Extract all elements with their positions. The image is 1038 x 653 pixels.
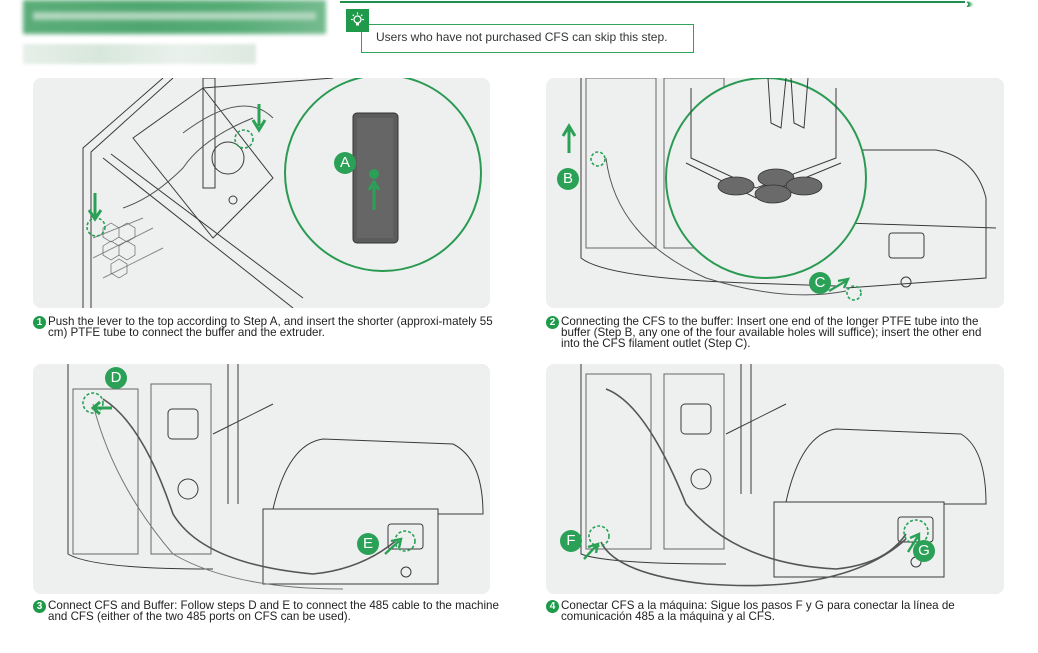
step-4-illustration: F G (546, 364, 1004, 594)
redacted-subtitle (23, 44, 256, 64)
section-rule (340, 1, 965, 3)
step-3-caption: 3 Connect CFS and Buffer: Follow steps D… (33, 600, 503, 622)
step-1-caption: 1 Push the lever to the top according to… (33, 316, 503, 338)
redacted-title (23, 0, 326, 34)
step-label-d: D (105, 367, 127, 389)
step-2-text: Connecting the CFS to the buffer: Insert… (561, 315, 982, 350)
tip-text: Users who have not purchased CFS can ski… (376, 30, 668, 44)
step-number-badge: 2 (546, 316, 559, 329)
step-3-illustration: D E (33, 364, 490, 594)
step-label-a: A (334, 152, 356, 174)
step-2-illustration: B C (546, 78, 1004, 308)
step-number-badge: 4 (546, 600, 559, 613)
lightbulb-icon (346, 9, 369, 32)
tip-callout: Users who have not purchased CFS can ski… (346, 9, 696, 55)
step-label-c: C (809, 272, 831, 294)
step-label-e: E (357, 533, 379, 555)
step-4-caption: 4 Conectar CFS a la máquina: Sigue los p… (546, 600, 1016, 622)
step-2-caption: 2 Connecting the CFS to the buffer: Inse… (546, 316, 996, 349)
step-4-text: Conectar CFS a la máquina: Sigue los pas… (561, 599, 955, 623)
step-label-b: B (557, 168, 579, 190)
step-label-g: G (913, 540, 935, 562)
step-number-badge: 1 (33, 316, 46, 329)
step-1-text: Push the lever to the top according to S… (48, 315, 493, 339)
chevrons-icon: ››› (966, 0, 974, 11)
tip-box (361, 24, 694, 53)
step-label-f: F (560, 530, 582, 552)
step-1-illustration: A (33, 78, 490, 308)
step-3-text: Connect CFS and Buffer: Follow steps D a… (48, 599, 499, 623)
step-number-badge: 3 (33, 600, 46, 613)
